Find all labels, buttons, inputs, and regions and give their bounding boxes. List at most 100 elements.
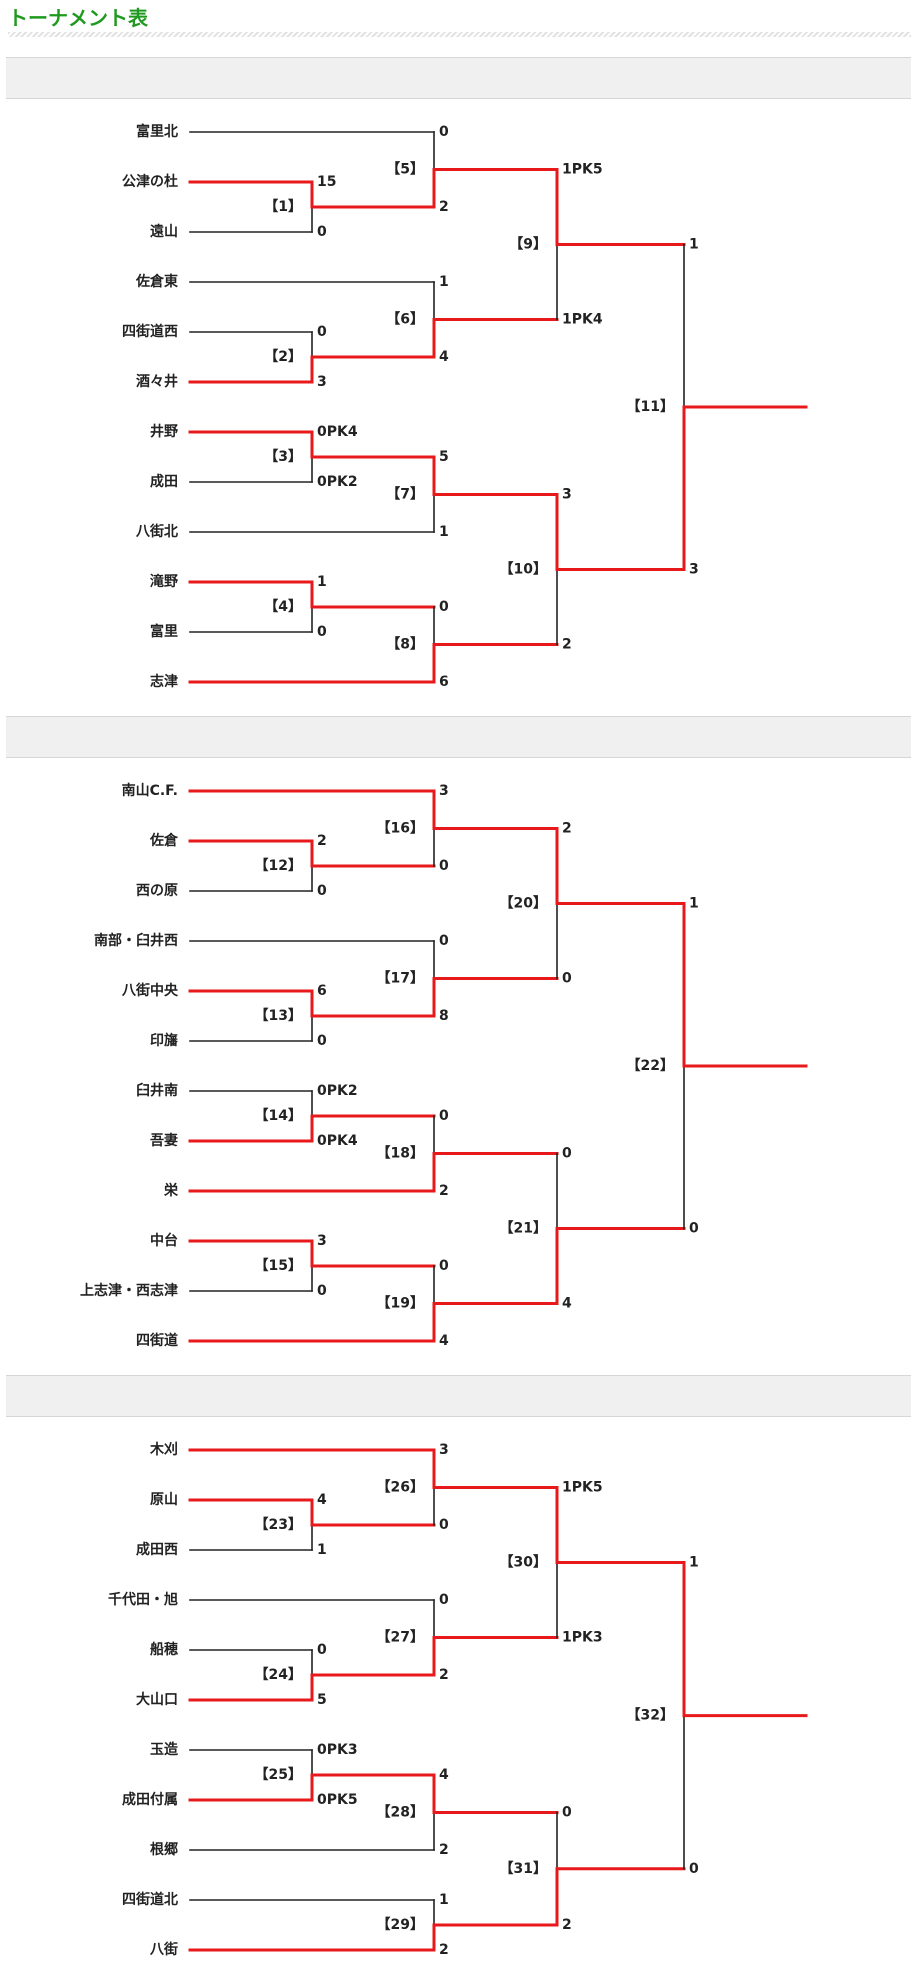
match-score: 2 bbox=[439, 1183, 449, 1199]
block-header-2 bbox=[6, 716, 911, 758]
team-name: 上志津・西志津 bbox=[80, 1282, 178, 1299]
title-divider bbox=[8, 32, 911, 37]
match-label: 【26】 bbox=[377, 1480, 424, 1496]
match-label: 【13】 bbox=[255, 1008, 302, 1024]
team-name: 船穂 bbox=[150, 1641, 178, 1658]
match-score: 2 bbox=[439, 1942, 449, 1958]
match-score: 1 bbox=[689, 1555, 699, 1571]
match-score: 1 bbox=[689, 237, 699, 253]
team-name: 井野 bbox=[150, 423, 178, 440]
match-label: 【32】 bbox=[627, 1708, 674, 1724]
match-score: 8 bbox=[439, 1008, 449, 1024]
team-name: 佐倉東 bbox=[135, 273, 178, 290]
match-score: 6 bbox=[439, 674, 449, 690]
match-score: 4 bbox=[439, 1333, 449, 1349]
team-name: 佐倉 bbox=[149, 832, 179, 849]
page-title: トーナメント表 bbox=[8, 6, 148, 30]
match-score: 0PK4 bbox=[317, 1133, 358, 1149]
team-name: 印旛 bbox=[150, 1032, 178, 1049]
match-label: 【30】 bbox=[500, 1555, 547, 1571]
match-score: 4 bbox=[317, 1492, 327, 1508]
match-score: 1 bbox=[317, 1542, 327, 1558]
match-score: 0PK4 bbox=[317, 424, 358, 440]
match-score: 15 bbox=[317, 174, 336, 190]
team-name: 四街道北 bbox=[122, 1891, 178, 1908]
match-score: 0 bbox=[439, 1592, 449, 1608]
team-name: 酒々井 bbox=[136, 373, 178, 390]
match-label: 【2】 bbox=[264, 349, 302, 365]
match-score: 0 bbox=[317, 1033, 327, 1049]
team-name: 西の原 bbox=[136, 883, 178, 899]
match-score: 0 bbox=[439, 124, 449, 140]
match-label: 【19】 bbox=[377, 1296, 424, 1312]
match-score: 3 bbox=[562, 487, 572, 503]
match-score: 2 bbox=[439, 1667, 449, 1683]
match-score: 2 bbox=[562, 821, 572, 837]
team-name: 原山 bbox=[150, 1492, 178, 1508]
match-label: 【31】 bbox=[500, 1861, 547, 1877]
match-label: 【9】 bbox=[509, 237, 547, 253]
match-score: 0 bbox=[439, 933, 449, 949]
match-score: 3 bbox=[317, 1233, 327, 1249]
match-score: 0 bbox=[689, 1861, 699, 1877]
match-score: 1PK3 bbox=[562, 1630, 603, 1646]
team-name: 四街道西 bbox=[122, 323, 178, 340]
match-score: 1 bbox=[689, 896, 699, 912]
match-label: 【6】 bbox=[386, 312, 424, 328]
match-score: 0 bbox=[317, 883, 327, 899]
team-name: 臼井南 bbox=[136, 1082, 178, 1099]
match-score: 3 bbox=[439, 1442, 449, 1458]
match-score: 1 bbox=[317, 574, 327, 590]
team-name: 八街 bbox=[149, 1941, 178, 1958]
team-name: 遠山 bbox=[150, 223, 178, 240]
match-score: 1PK4 bbox=[562, 312, 603, 328]
team-name: 滝野 bbox=[150, 573, 178, 590]
team-name: 大山口 bbox=[136, 1691, 178, 1708]
match-label: 【3】 bbox=[264, 449, 302, 465]
block-header-1 bbox=[6, 57, 911, 99]
match-score: 0 bbox=[317, 1283, 327, 1299]
match-score: 1 bbox=[439, 1892, 449, 1908]
match-score: 5 bbox=[317, 1692, 327, 1708]
match-score: 0 bbox=[439, 1258, 449, 1274]
match-score: 2 bbox=[317, 833, 327, 849]
team-name: 志津 bbox=[150, 673, 178, 690]
match-score: 0 bbox=[439, 1517, 449, 1533]
team-name: 成田 bbox=[150, 473, 178, 490]
team-name: 八街北 bbox=[135, 523, 178, 540]
match-score: 0 bbox=[689, 1221, 699, 1237]
team-name: 公津の杜 bbox=[122, 173, 178, 190]
match-score: 0 bbox=[439, 599, 449, 615]
match-label: 【22】 bbox=[627, 1058, 674, 1074]
match-label: 【25】 bbox=[255, 1767, 302, 1783]
match-score: 1PK5 bbox=[562, 162, 603, 178]
match-score: 4 bbox=[439, 1767, 449, 1783]
match-label: 【21】 bbox=[500, 1221, 547, 1237]
match-label: 【20】 bbox=[500, 896, 547, 912]
match-score: 0 bbox=[439, 1108, 449, 1124]
team-name: 成田付属 bbox=[122, 1791, 178, 1808]
team-name: 富里北 bbox=[136, 123, 178, 140]
match-score: 5 bbox=[439, 449, 449, 465]
block-header-3 bbox=[6, 1375, 911, 1417]
match-score: 1 bbox=[439, 524, 449, 540]
match-label: 【17】 bbox=[377, 971, 424, 987]
match-label: 【15】 bbox=[255, 1258, 302, 1274]
team-name: 成田西 bbox=[136, 1541, 178, 1558]
match-score: 3 bbox=[439, 783, 449, 799]
team-name: 栄 bbox=[163, 1182, 179, 1199]
match-score: 1 bbox=[439, 274, 449, 290]
match-label: 【14】 bbox=[255, 1108, 302, 1124]
match-score: 0 bbox=[562, 971, 572, 987]
team-name: 南山C.F. bbox=[122, 782, 178, 799]
match-score: 0 bbox=[317, 224, 327, 240]
team-name: 八街中央 bbox=[121, 982, 179, 999]
team-name: 四街道 bbox=[136, 1332, 178, 1349]
team-name: 千代田・旭 bbox=[108, 1591, 178, 1608]
match-label: 【5】 bbox=[386, 162, 424, 178]
match-label: 【28】 bbox=[377, 1805, 424, 1821]
match-label: 【27】 bbox=[377, 1630, 424, 1646]
match-label: 【10】 bbox=[500, 562, 547, 578]
match-label: 【24】 bbox=[255, 1667, 302, 1683]
